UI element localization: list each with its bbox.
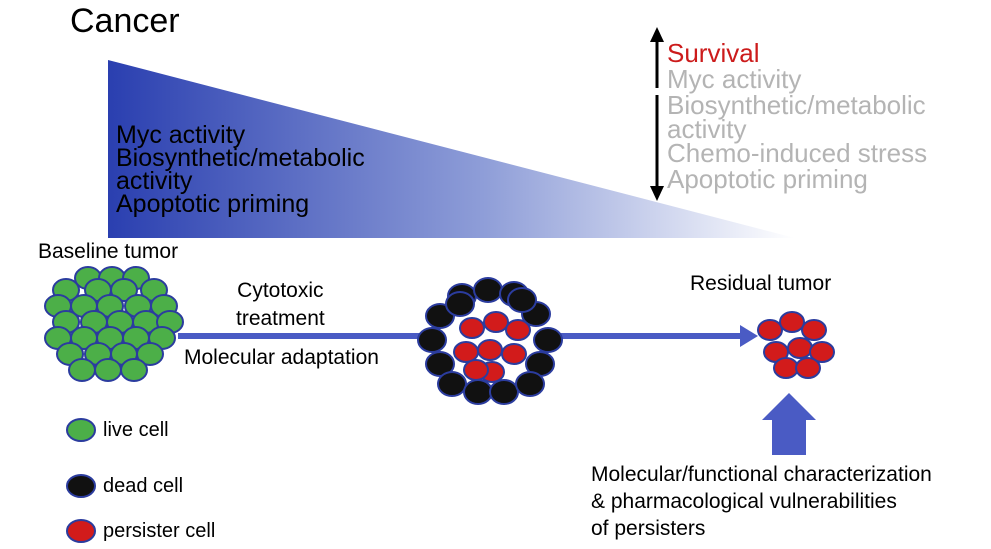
characterization-line1: Molecular/functional characterization (591, 463, 932, 486)
characterization-text: Molecular/functional characterization & … (591, 461, 932, 542)
residual-arrow (558, 325, 758, 347)
wedge-line-apoptotic: Apoptotic priming (116, 190, 310, 218)
legend-persister-cell-marker (66, 519, 96, 543)
baseline-tumor-label: Baseline tumor (38, 240, 179, 263)
legend-live-cell-marker (66, 418, 96, 442)
persister-cell (453, 341, 479, 363)
dead-cell (417, 327, 447, 353)
dead-cell (437, 371, 467, 397)
persister-cell (459, 317, 485, 339)
characterization-arrow (762, 393, 816, 455)
persister-cell (773, 357, 799, 379)
right-line-biosynthetic: Biosynthetic/metabolic (667, 90, 926, 120)
persister-cell (757, 319, 783, 341)
persister-cell (483, 311, 509, 333)
wedge-line-biosynthetic: Biosynthetic/metabolic (116, 144, 365, 172)
live-cell (120, 358, 148, 382)
treatment-line (178, 333, 433, 339)
up-down-arrow (650, 27, 664, 201)
persister-cell (779, 311, 805, 333)
right-line-apoptotic: Apoptotic priming (667, 164, 868, 194)
right-line-myc: Myc activity (667, 64, 802, 94)
dead-cell (463, 379, 493, 405)
gradient-wedge (108, 60, 795, 238)
live-cell (68, 358, 96, 382)
live-cell (136, 342, 164, 366)
characterization-line3: of persisters (591, 517, 706, 540)
residual-tumor-label: Residual tumor (690, 272, 832, 295)
persister-cell (501, 343, 527, 365)
right-line-chemo-stress: Chemo-induced stress (667, 138, 928, 168)
dead-cell (473, 277, 503, 303)
survival-label: Survival (667, 38, 760, 68)
molecular-adaptation-label: Molecular adaptation (184, 346, 379, 369)
persister-cell (505, 319, 531, 341)
right-panel-text: Survival Myc activity Biosynthetic/metab… (667, 40, 927, 192)
page-title: Cancer (70, 2, 180, 40)
treatment-label: Cytotoxic treatment (236, 279, 325, 331)
legend-dead-cell-label: dead cell (103, 475, 184, 497)
baseline-tumor-cells (44, 266, 184, 382)
persister-cell (809, 341, 835, 363)
dead-cell (533, 327, 563, 353)
characterization-line2: & pharmacological vulnerabilities (591, 490, 897, 513)
wedge-line-activity: activity (116, 167, 193, 195)
residual-tumor-cells (757, 311, 835, 379)
treated-tumor-cells (417, 277, 563, 405)
treatment-label-line2: treatment (236, 307, 325, 330)
wedge-text: Myc activity Biosynthetic/metabolic acti… (116, 121, 365, 218)
treatment-label-line1: Cytotoxic (237, 279, 324, 302)
dead-cell (445, 291, 475, 317)
persister-cell (787, 337, 813, 359)
dead-cell (515, 371, 545, 397)
dead-cell (489, 379, 519, 405)
persister-cell (463, 359, 489, 381)
legend-persister-cell-label: persister cell (103, 520, 216, 542)
live-cell (110, 278, 138, 302)
wedge-line-myc: Myc activity (116, 121, 246, 149)
persister-cell (795, 357, 821, 379)
persister-cell (801, 319, 827, 341)
legend-live-cell-label: live cell (103, 419, 169, 441)
dead-cell (425, 351, 455, 377)
persister-cell (477, 339, 503, 361)
legend-dead-cell-marker (66, 474, 96, 498)
live-cell (94, 358, 122, 382)
dead-cell (507, 287, 537, 313)
right-line-activity: activity (667, 114, 747, 144)
